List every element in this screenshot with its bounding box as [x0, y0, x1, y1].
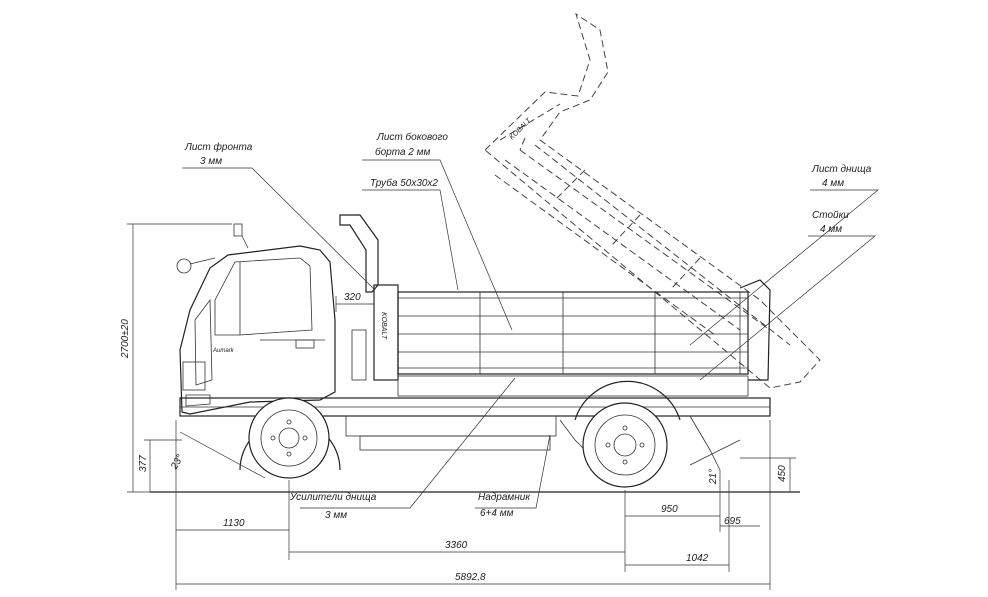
label-subframe-thickness: 6+4 мм — [480, 508, 514, 519]
tipped-body-outline: KOBALT — [484, 12, 821, 389]
tipped-body-brand: KOBALT — [508, 117, 533, 142]
dim-total-length: 5892,8 — [455, 572, 486, 583]
label-floor-stiffeners: Усилители днища — [289, 492, 377, 503]
label-front-sheet-thickness: 3 мм — [200, 156, 222, 167]
cab: Aumark — [176, 223, 336, 415]
label-floor-sheet: Лист днища — [811, 164, 872, 175]
dump-body — [397, 279, 771, 381]
dim-cab-gap: 320 — [344, 292, 361, 303]
label-side-sheet-thickness: борта 2 мм — [375, 146, 431, 158]
dim-front-overhang: 1130 — [223, 518, 245, 529]
label-tube: Труба 50х30х2 — [370, 177, 438, 189]
dim-rear-overhang: 1042 — [686, 553, 709, 564]
cab-logo: Aumark — [212, 348, 235, 354]
label-posts-thickness: 4 мм — [820, 224, 842, 235]
label-side-sheet: Лист бокового — [376, 131, 448, 143]
dim-wheelbase: 3360 — [445, 540, 468, 551]
dim-front-height: 377 — [138, 455, 149, 472]
label-front-sheet: Лист фронта — [184, 141, 253, 153]
label-floor-sheet-thickness: 4 мм — [822, 178, 844, 189]
dim-rear-height: 450 — [777, 465, 788, 482]
dimension-lines — [127, 223, 796, 590]
dim-rear-695: 695 — [724, 516, 741, 527]
label-floor-stiffeners-thickness: 3 мм — [325, 510, 347, 521]
dim-rear-950: 950 — [661, 504, 678, 515]
headboard-brand: KOBALT — [380, 312, 387, 340]
dim-rear-angle: 21° — [708, 469, 719, 485]
leader-lines — [182, 159, 879, 509]
dim-front-angle: 23° — [169, 453, 187, 472]
air-intake — [339, 214, 379, 293]
label-posts: Стойки — [812, 210, 849, 221]
rear-wheel — [574, 380, 681, 488]
front-wheel — [239, 397, 341, 479]
label-subframe: Надрамник — [478, 492, 531, 503]
dim-total-height: 2700±20 — [120, 319, 131, 359]
